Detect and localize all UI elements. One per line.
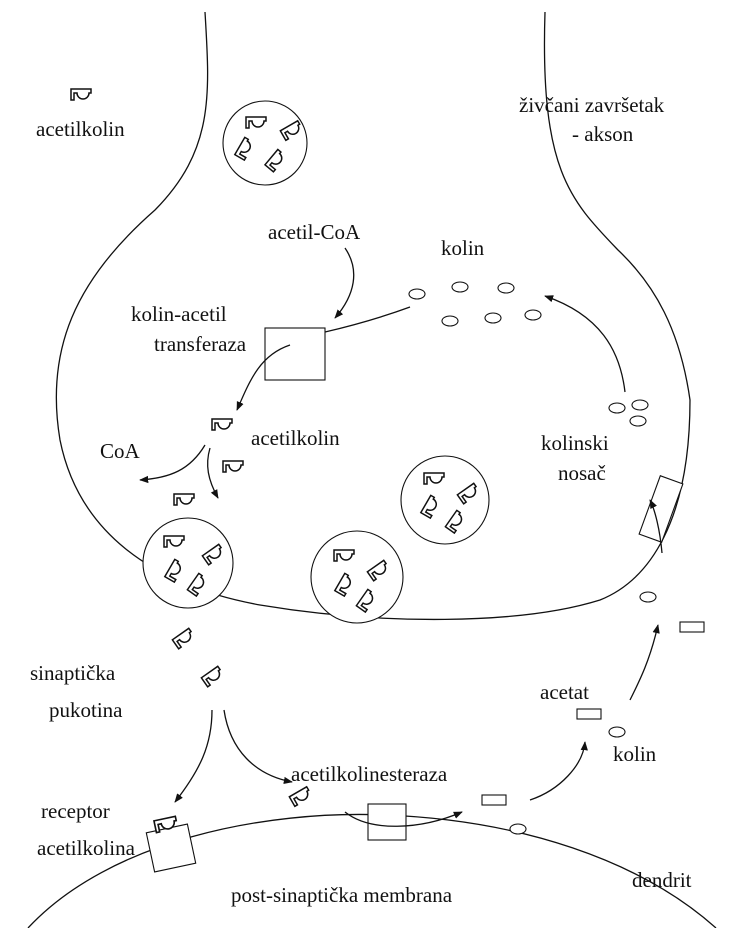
diffusion-arrow-to-esterase bbox=[224, 710, 292, 782]
diffusion-arrow-to-receptor bbox=[175, 710, 212, 802]
choline-recycle-arrow bbox=[545, 296, 625, 392]
receptor-label-line1: receptor bbox=[41, 799, 110, 823]
transporter-label-line2: nosač bbox=[558, 461, 606, 485]
choline-acetyltransferase-box bbox=[265, 328, 325, 380]
acetate-molecule-returning bbox=[680, 622, 704, 632]
choline-return-arrow bbox=[630, 625, 658, 700]
choline-label-top: kolin bbox=[441, 236, 485, 260]
acetylcholine-molecule bbox=[212, 419, 232, 430]
enzyme-label-line1: kolin-acetil bbox=[131, 302, 227, 326]
released-acetylcholine-molecule bbox=[172, 628, 195, 648]
acetylcholine-molecule bbox=[174, 494, 194, 505]
receptor-label-line2: acetilkolina bbox=[37, 836, 136, 860]
coa-arrow bbox=[140, 445, 205, 480]
choline-molecules-top bbox=[409, 282, 541, 326]
coa-label: CoA bbox=[100, 439, 141, 463]
acetylcholine-molecule bbox=[223, 461, 243, 472]
choline-label-bottom: kolin bbox=[613, 742, 657, 766]
dendrite-label: dendrit bbox=[632, 868, 692, 892]
nerve-ending-label-line1: živčani završetak bbox=[519, 93, 665, 117]
choline-molecule bbox=[510, 824, 526, 834]
vesicle-bottom-middle bbox=[311, 531, 403, 623]
nerve-ending-label-line2: - akson bbox=[572, 122, 634, 146]
released-acetylcholine-molecule bbox=[201, 666, 224, 686]
legend-acetylcholine-icon bbox=[71, 89, 91, 100]
choline-transporter-box bbox=[639, 476, 683, 542]
choline-to-enzyme-arrow bbox=[325, 307, 410, 332]
acetylcholine-receptor bbox=[146, 816, 195, 872]
vesicle-lower-left bbox=[143, 518, 233, 608]
acetylcholine-label-mid: acetilkolin bbox=[251, 426, 340, 450]
choline-molecules-transporter bbox=[609, 400, 648, 426]
acetyl-coa-label: acetil-CoA bbox=[268, 220, 361, 244]
acetate-molecule bbox=[482, 795, 506, 805]
acetylcholinesterase-box bbox=[368, 804, 406, 840]
transporter-label-line1: kolinski bbox=[541, 431, 609, 455]
synaptic-cleft-label-line1: sinaptička bbox=[30, 661, 116, 685]
acetate-label: acetat bbox=[540, 680, 589, 704]
choline-molecule-returning bbox=[640, 592, 656, 602]
acetylcholine-at-esterase bbox=[289, 787, 312, 807]
acetylcholine-to-vesicle-arrow bbox=[208, 448, 218, 498]
vesicle-right bbox=[401, 456, 489, 544]
acetyl-coa-arrow bbox=[335, 248, 354, 318]
products-arrow bbox=[530, 742, 585, 800]
vesicle-top bbox=[223, 101, 307, 185]
enzyme-label-line2: transferaza bbox=[154, 332, 247, 356]
acetate-molecule-label-icon bbox=[577, 709, 601, 719]
esterase-label: acetilkolinesteraza bbox=[291, 762, 448, 786]
synaptic-cleft-label-line2: pukotina bbox=[49, 698, 123, 722]
post-synaptic-membrane-label: post-sinaptička membrana bbox=[231, 883, 453, 907]
choline-molecule-label-icon bbox=[609, 727, 625, 737]
legend-acetylcholine-label: acetilkolin bbox=[36, 117, 125, 141]
